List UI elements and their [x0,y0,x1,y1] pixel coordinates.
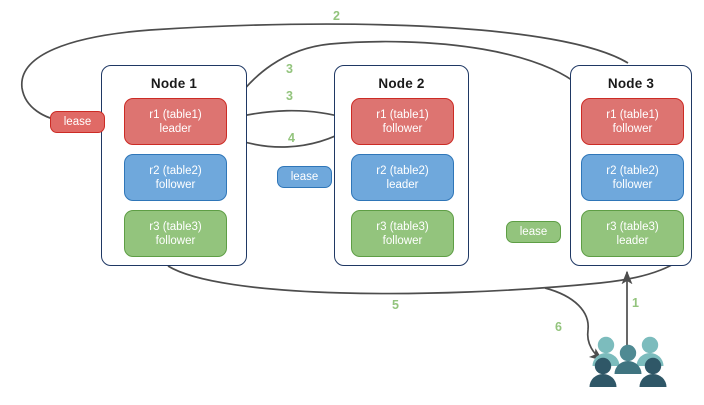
lease-badge-r2[interactable]: lease [277,166,332,188]
replica-role: leader [616,234,649,247]
replica-range: r1 (table1) [606,108,659,121]
replica-role: follower [382,234,423,247]
step-label-2: 2 [333,9,340,23]
step-label-4: 4 [288,131,295,145]
arrow-step-5 [167,246,691,295]
node-title: Node 2 [378,76,425,91]
replica-role: follower [382,122,423,135]
replica-range: r2 (table2) [376,164,429,177]
node-box-node-1[interactable]: Node 1 r1 (table1) leader r2 (table2) fo… [101,65,247,266]
replica-node-3-r2[interactable]: r2 (table2) follower [581,154,684,201]
replica-range: r1 (table1) [376,108,429,121]
replica-role: follower [612,178,653,191]
replica-role: leader [159,122,192,135]
arrow-step-3a [221,40,597,124]
replica-role: follower [155,178,196,191]
replica-node-1-r2[interactable]: r2 (table2) follower [124,154,227,201]
step-label-6: 6 [555,320,562,334]
node-box-node-2[interactable]: Node 2 r1 (table1) follower r2 (table2) … [334,65,469,266]
node-title: Node 1 [150,76,198,91]
step-label-3b: 3 [286,89,293,103]
replica-range: r3 (table3) [606,220,659,233]
arrow-step-6 [544,287,604,361]
node-title: Node 3 [607,76,655,91]
step-label-3a: 3 [286,62,293,76]
lease-label: lease [63,116,92,128]
people-icon[interactable] [589,333,669,395]
replica-node-1-r1[interactable]: r1 (table1) leader [124,98,227,145]
replica-node-2-r1[interactable]: r1 (table1) follower [351,98,454,145]
lease-badge-r3[interactable]: lease [506,221,561,243]
replica-node-2-r2[interactable]: r2 (table2) leader [351,154,454,201]
replica-range: r2 (table2) [606,164,659,177]
replica-range: r3 (table3) [149,220,202,233]
step-label-1: 1 [632,296,639,310]
replica-node-3-r1[interactable]: r1 (table1) follower [581,98,684,145]
node-box-node-3[interactable]: Node 3 r1 (table1) follower r2 (table2) … [570,65,692,266]
replica-node-2-r3[interactable]: r3 (table3) follower [351,210,454,257]
replica-node-3-r3[interactable]: r3 (table3) leader [581,210,684,257]
replica-role: follower [612,122,653,135]
replica-node-1-r3[interactable]: r3 (table3) follower [124,210,227,257]
replica-role: follower [155,234,196,247]
replica-range: r3 (table3) [376,220,429,233]
replica-role: leader [386,178,419,191]
replica-range: r2 (table2) [149,164,202,177]
step-label-5: 5 [392,298,399,312]
arrow-step-2 [21,23,629,126]
lease-badge-r1[interactable]: lease [50,111,105,133]
lease-label: lease [519,226,548,238]
lease-label: lease [290,171,319,183]
replica-range: r1 (table1) [149,108,202,121]
